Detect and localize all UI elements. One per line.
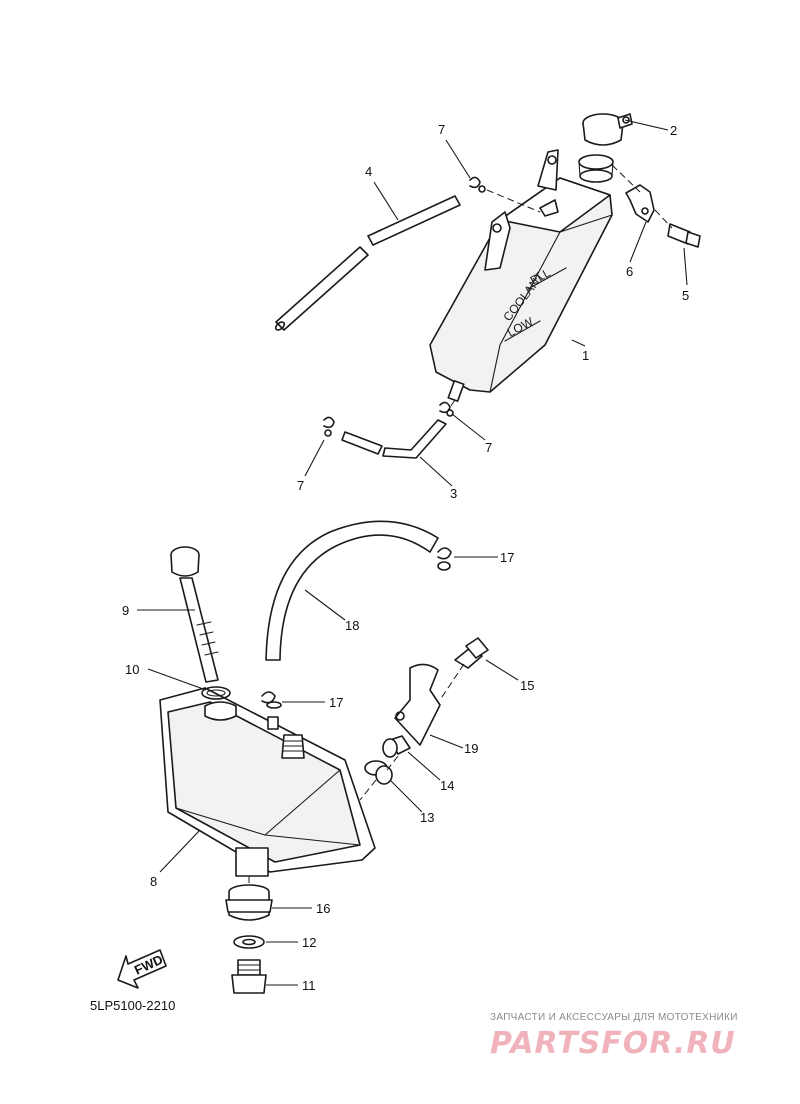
callout-17a: 17: [500, 550, 514, 565]
callout-8: 8: [150, 874, 157, 889]
bracket-bolt[interactable]: [454, 637, 489, 669]
breather-hose[interactable]: [274, 195, 461, 332]
callout-7a: 7: [438, 122, 445, 137]
callout-10: 10: [125, 662, 139, 677]
callout-5: 5: [682, 288, 689, 303]
tank-bolt[interactable]: [667, 223, 701, 248]
callout-6: 6: [626, 264, 633, 279]
callout-7b: 7: [485, 440, 492, 455]
callout-12: 12: [302, 935, 316, 950]
hose-clip-lower-left[interactable]: [323, 416, 335, 437]
mounting-clamp[interactable]: [625, 184, 655, 223]
callout-15: 15: [520, 678, 534, 693]
grommet[interactable]: [364, 760, 393, 785]
hose-clip-upper[interactable]: [469, 176, 486, 193]
callout-2: 2: [670, 123, 677, 138]
callout-3: 3: [450, 486, 457, 501]
callout-numbers: 1 2 3 4 5 6 7 7 7 8 9 10 11 12 13 14 15 …: [122, 122, 689, 993]
callout-9: 9: [122, 603, 129, 618]
diagram-code: 5LP5100-2210: [90, 998, 175, 1013]
callout-14: 14: [440, 778, 454, 793]
oil-tank[interactable]: [159, 687, 376, 877]
callout-19: 19: [464, 741, 478, 756]
oil-hose-clamp-upper[interactable]: [437, 547, 452, 571]
callout-16: 16: [316, 901, 330, 916]
watermark-logo[interactable]: PARTSFOR.RU: [490, 1026, 736, 1061]
oil-hose[interactable]: [265, 520, 439, 661]
reservoir-cap[interactable]: [582, 113, 633, 146]
tank-bracket[interactable]: [394, 663, 441, 746]
o-ring[interactable]: [201, 686, 231, 700]
drain-hose[interactable]: [341, 419, 447, 459]
leader-lines: [137, 119, 688, 986]
drain-washer[interactable]: [233, 935, 265, 949]
collar[interactable]: [382, 735, 411, 758]
callout-18: 18: [345, 618, 359, 633]
oil-hose-clamp-lower[interactable]: [261, 691, 282, 709]
callout-1: 1: [582, 348, 589, 363]
callout-4: 4: [365, 164, 372, 179]
callout-17b: 17: [329, 695, 343, 710]
drain-fitting[interactable]: [225, 884, 273, 921]
callout-7c: 7: [297, 478, 304, 493]
oil-dipstick[interactable]: [170, 546, 219, 683]
fwd-arrow-icon: FWD: [117, 949, 167, 989]
callout-11: 11: [302, 978, 316, 993]
callout-13: 13: [420, 810, 434, 825]
coolant-reservoir-tank[interactable]: [429, 149, 614, 402]
watermark-caption: ЗАПЧАСТИ И АКСЕССУАРЫ ДЛЯ МОТОТЕХНИКИ: [490, 1012, 738, 1023]
hose-clip-lower-right[interactable]: [439, 401, 454, 417]
drain-bolt[interactable]: [231, 959, 267, 994]
